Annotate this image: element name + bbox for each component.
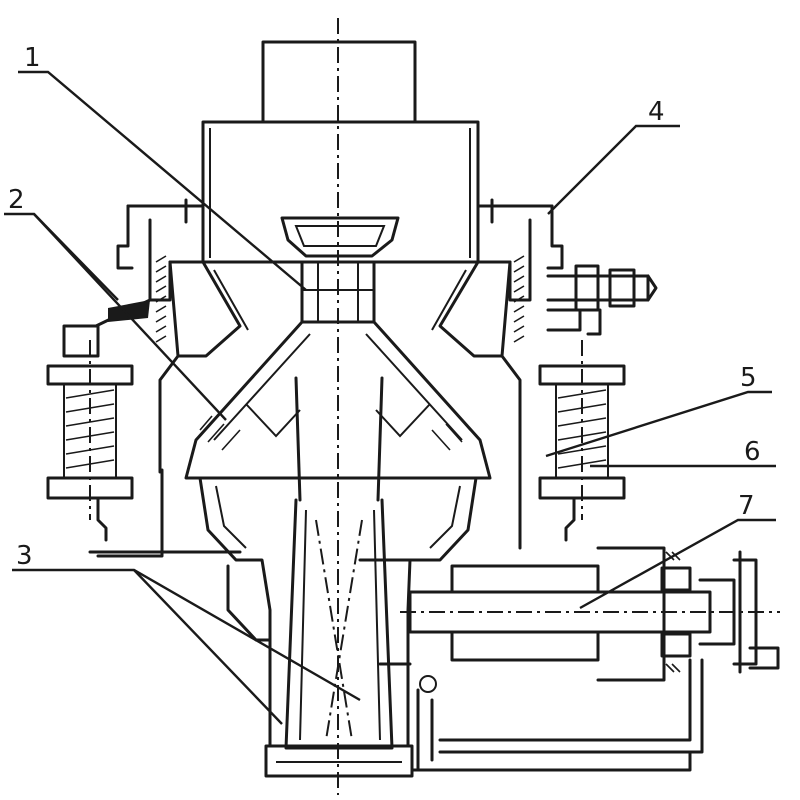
callout-5: 5 xyxy=(740,363,757,393)
callout-3: 3 xyxy=(16,541,33,571)
callout-1: 1 xyxy=(24,43,41,73)
main-shaft xyxy=(264,498,414,778)
hydraulic-fitting xyxy=(546,264,658,336)
countershaft xyxy=(358,546,780,682)
callout-6: 6 xyxy=(744,437,761,467)
leader-lines xyxy=(4,70,776,725)
callout-2: 2 xyxy=(8,185,25,215)
bowl-liner xyxy=(158,260,522,474)
feed-plate xyxy=(280,216,400,324)
left-spring-assembly xyxy=(46,298,152,542)
lower-frame xyxy=(88,468,522,748)
callout-7: 7 xyxy=(738,491,755,521)
upper-frame xyxy=(116,198,564,343)
right-spring-assembly xyxy=(538,340,626,542)
callout-4: 4 xyxy=(648,97,665,127)
lube-piping xyxy=(410,658,704,772)
feed-hopper xyxy=(201,40,480,264)
mantle xyxy=(184,320,492,502)
